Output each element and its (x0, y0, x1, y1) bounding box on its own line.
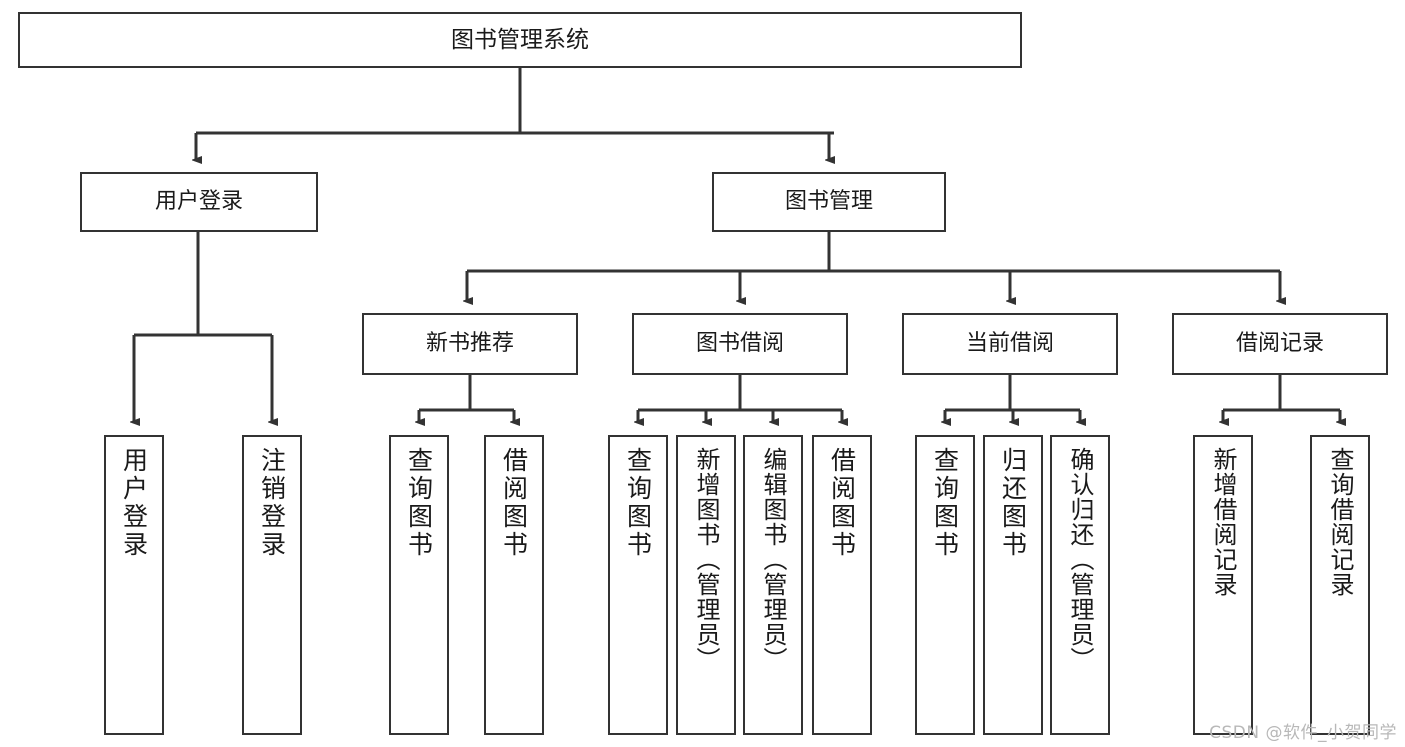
node-leaf-borrow-book-2-label: 借阅图书 (827, 447, 857, 559)
node-leaf-query-book-2-label: 查询图书 (623, 447, 653, 559)
node-leaf-return-book[interactable]: 归还图书 (983, 435, 1043, 735)
node-current-borrow-label: 当前借阅 (965, 331, 1054, 357)
node-leaf-add-book[interactable]: 新增图书（管理员） (676, 435, 736, 735)
node-leaf-return-book-label: 归还图书 (998, 447, 1028, 559)
node-leaf-user-login[interactable]: 用户登录 (104, 435, 164, 735)
node-leaf-query-book-3[interactable]: 查询图书 (915, 435, 975, 735)
node-user-login-label: 用户登录 (154, 189, 243, 215)
node-root-system-label: 图书管理系统 (451, 26, 589, 53)
node-leaf-borrow-book-2[interactable]: 借阅图书 (812, 435, 872, 735)
node-leaf-edit-book-label: 编辑图书（管理员） (759, 447, 787, 672)
node-new-book-recommend-label: 新书推荐 (425, 331, 514, 357)
node-leaf-add-record[interactable]: 新增借阅记录 (1193, 435, 1253, 735)
node-leaf-add-book-label: 新增图书（管理员） (692, 447, 720, 672)
node-leaf-query-book-3-label: 查询图书 (930, 447, 960, 559)
node-leaf-user-login-label: 用户登录 (119, 447, 149, 559)
node-current-borrow[interactable]: 当前借阅 (902, 313, 1118, 375)
node-leaf-borrow-book-1-label: 借阅图书 (499, 447, 529, 559)
watermark-text: CSDN @软件_小贺同学 (1209, 723, 1397, 743)
node-leaf-query-record[interactable]: 查询借阅记录 (1310, 435, 1370, 735)
node-leaf-borrow-book-1[interactable]: 借阅图书 (484, 435, 544, 735)
node-borrow-record[interactable]: 借阅记录 (1172, 313, 1388, 375)
node-book-borrow[interactable]: 图书借阅 (632, 313, 848, 375)
node-leaf-logout-login-label: 注销登录 (257, 447, 287, 559)
node-leaf-query-book-1[interactable]: 查询图书 (389, 435, 449, 735)
node-new-book-recommend[interactable]: 新书推荐 (362, 313, 578, 375)
node-leaf-query-book-1-label: 查询图书 (404, 447, 434, 559)
node-leaf-query-record-label: 查询借阅记录 (1326, 447, 1354, 597)
node-leaf-add-record-label: 新增借阅记录 (1209, 447, 1237, 597)
node-leaf-logout-login[interactable]: 注销登录 (242, 435, 302, 735)
node-book-management-label: 图书管理 (784, 189, 873, 215)
node-root-system[interactable]: 图书管理系统 (18, 12, 1022, 68)
node-leaf-confirm-return-label: 确认归还（管理员） (1066, 447, 1094, 672)
node-leaf-query-book-2[interactable]: 查询图书 (608, 435, 668, 735)
node-user-login[interactable]: 用户登录 (80, 172, 318, 232)
node-book-management[interactable]: 图书管理 (712, 172, 946, 232)
node-leaf-edit-book[interactable]: 编辑图书（管理员） (743, 435, 803, 735)
node-book-borrow-label: 图书借阅 (695, 331, 784, 357)
node-leaf-confirm-return[interactable]: 确认归还（管理员） (1050, 435, 1110, 735)
node-borrow-record-label: 借阅记录 (1235, 331, 1324, 357)
